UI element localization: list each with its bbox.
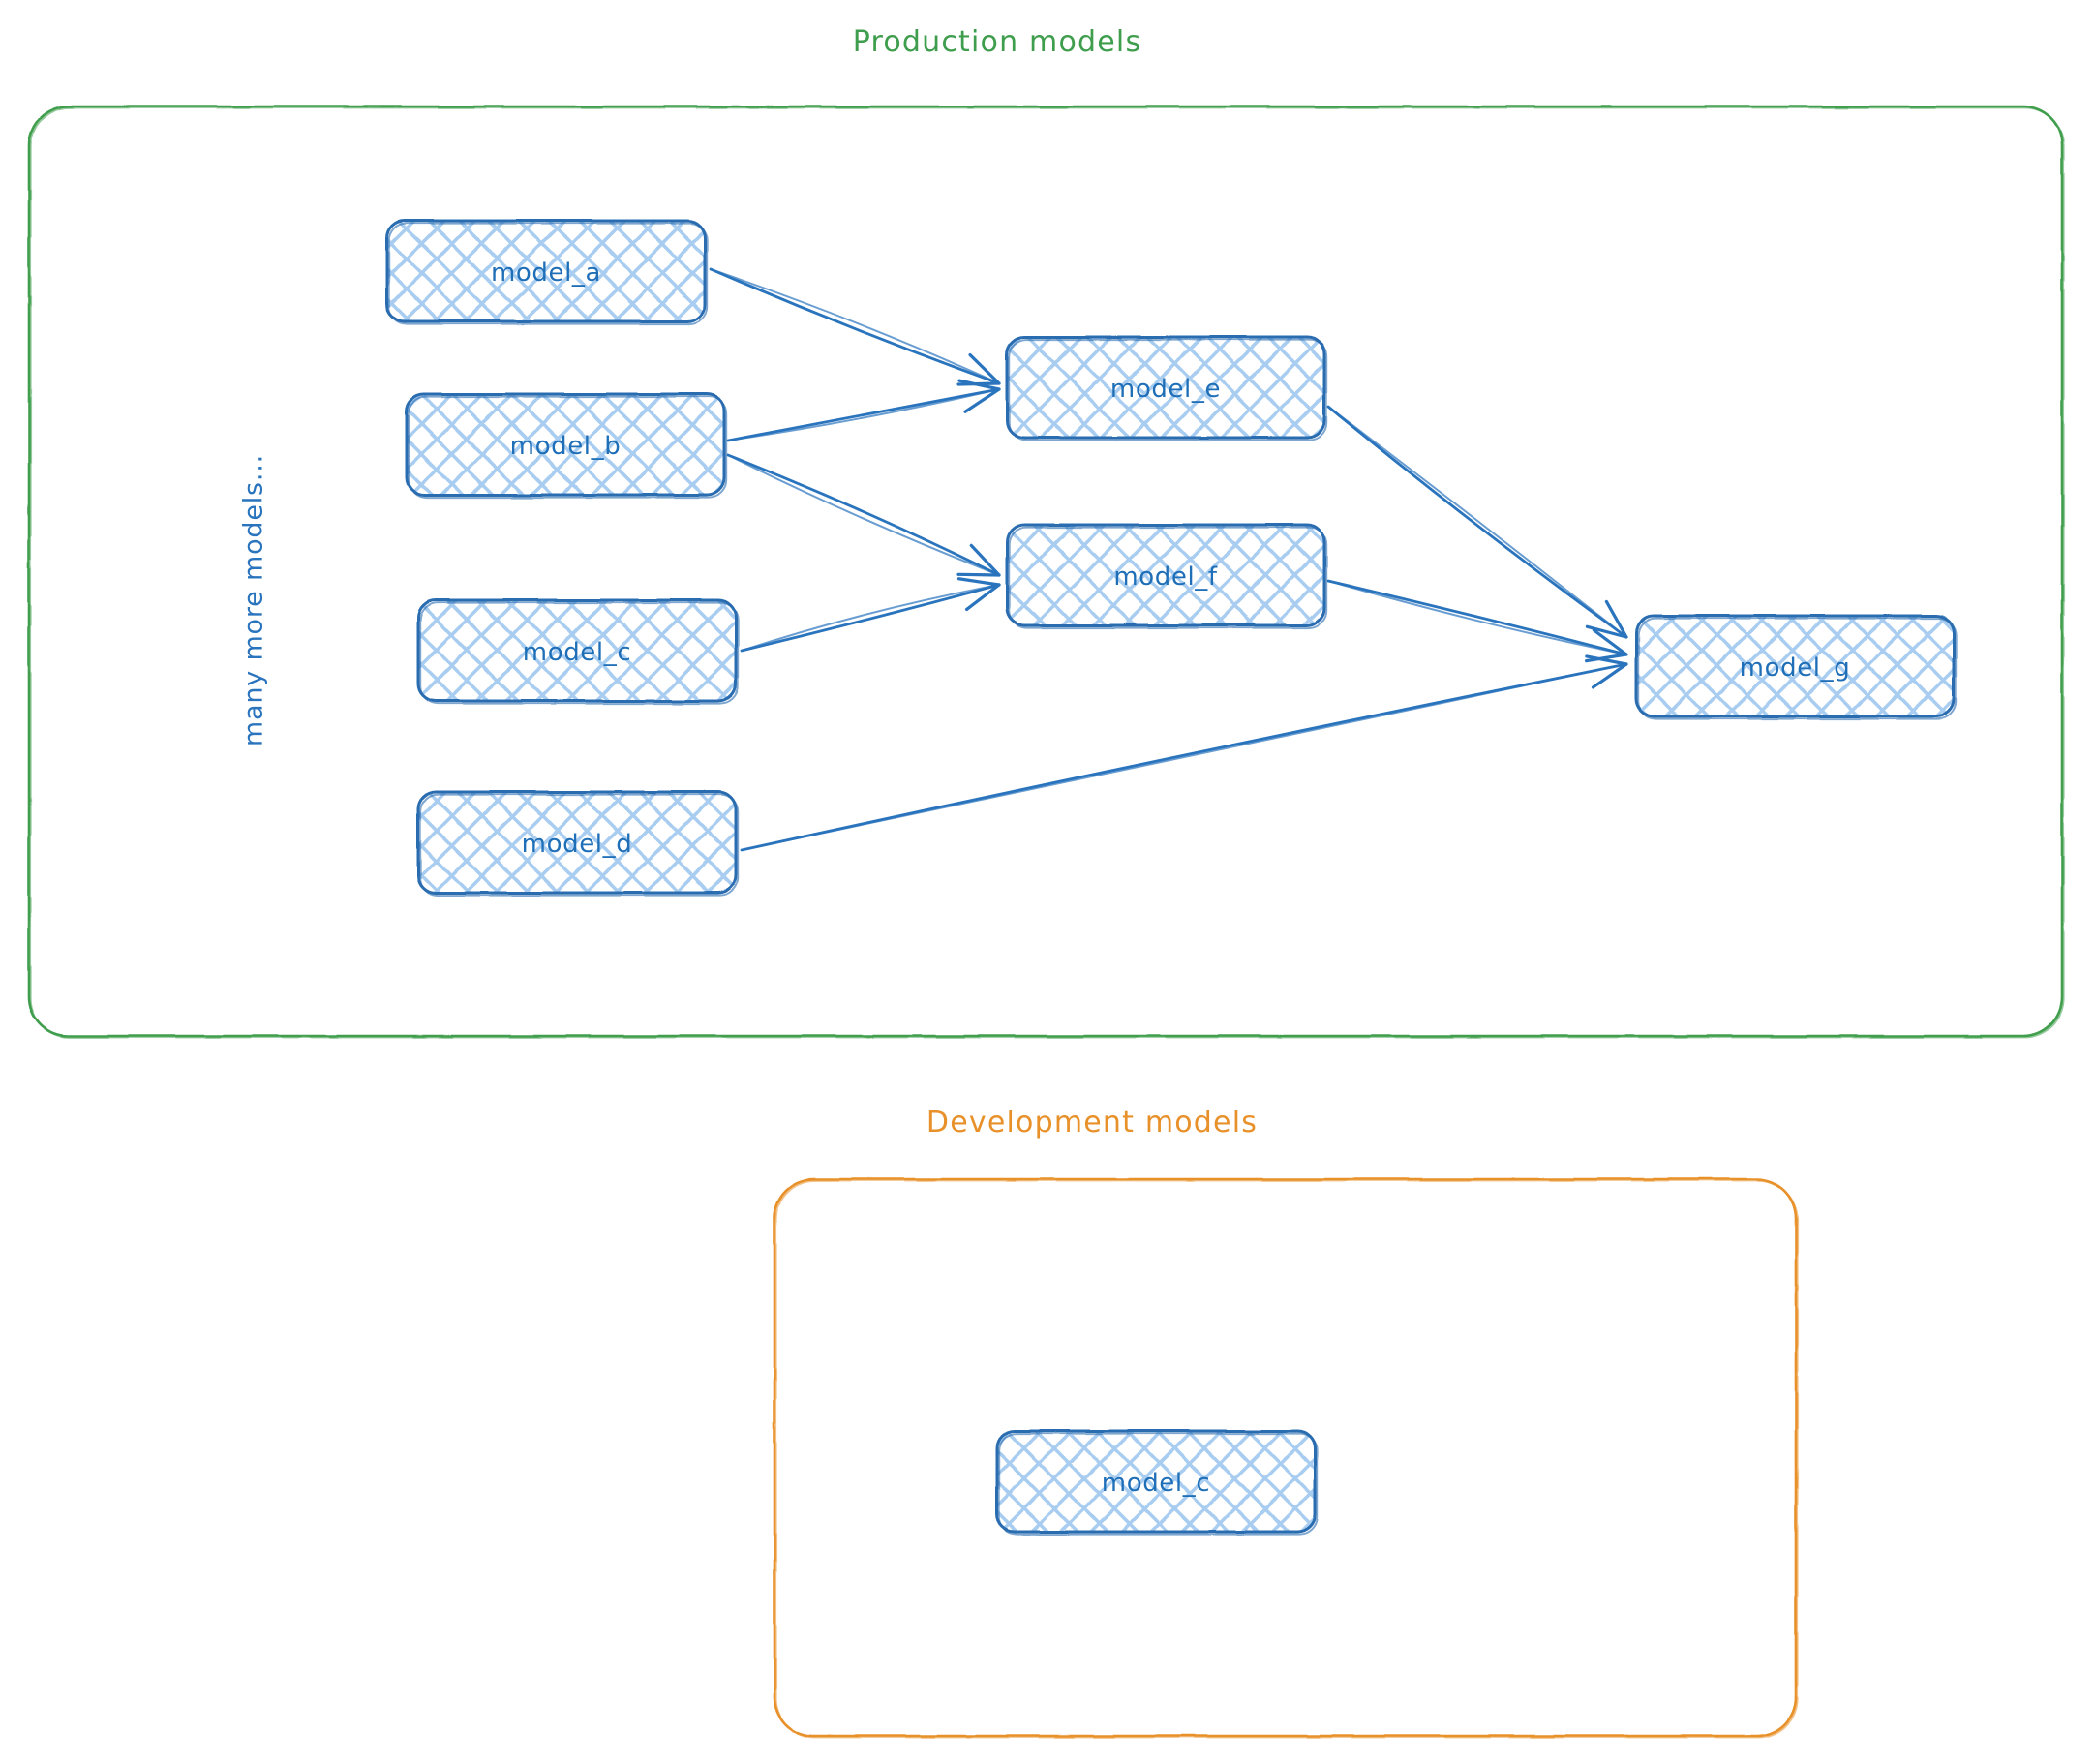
node-model_b[interactable] (405, 392, 728, 499)
node-model_c_prod[interactable] (416, 598, 740, 705)
node-model_c_dev[interactable] (995, 1429, 1319, 1536)
node-model_f[interactable] (1005, 523, 1328, 629)
edge-f-to-g (1326, 579, 1628, 663)
edge-c-to-f (740, 577, 1001, 653)
side-note-many-more-models: many more models... (238, 453, 269, 747)
edge-d-to-g (740, 654, 1628, 852)
node-model_a[interactable] (385, 219, 709, 325)
group-title-development: Development models (926, 1106, 1259, 1140)
node-model_g[interactable] (1634, 614, 1958, 720)
node-model_e[interactable] (1005, 335, 1328, 441)
edge-b-to-e (726, 379, 1001, 442)
node-layer (385, 219, 1958, 1536)
edge-a-to-e (709, 267, 1001, 386)
group-title-production: Production models (852, 25, 1142, 59)
group-container-development (773, 1177, 1799, 1739)
edge-layer (709, 267, 1628, 852)
node-model_d[interactable] (416, 790, 740, 897)
group-container-layer (27, 105, 2065, 1739)
group-container-production (27, 105, 2065, 1039)
edge-e-to-g (1326, 405, 1628, 639)
edge-b-to-f (726, 453, 1001, 577)
